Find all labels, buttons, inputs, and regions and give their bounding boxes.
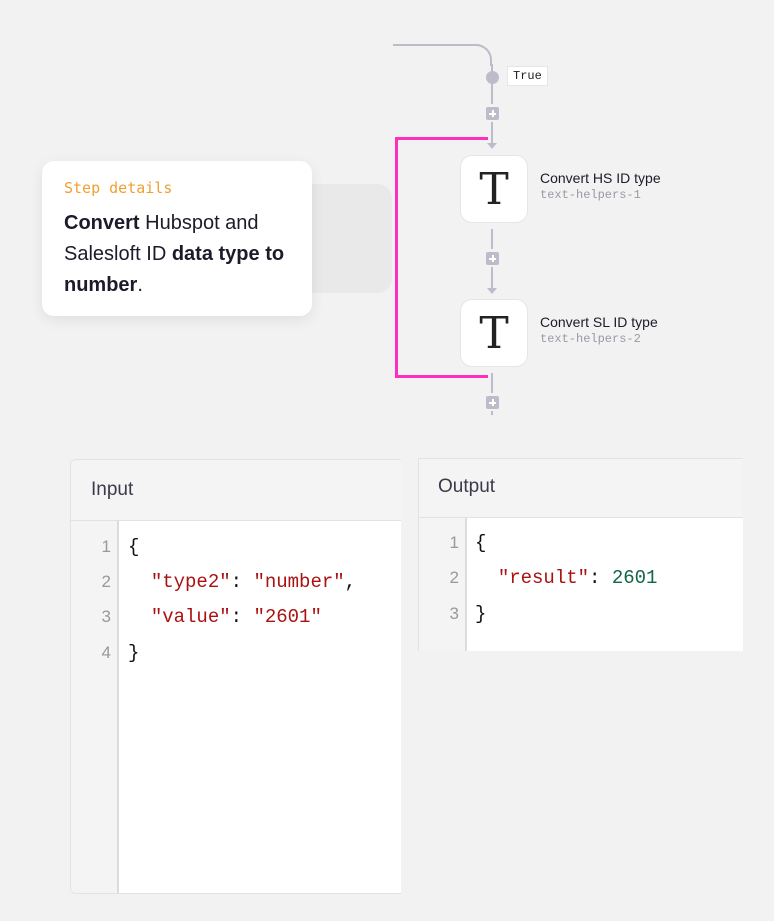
connector-line (491, 373, 493, 393)
input-panel: Input 1 2 3 4 { "type2": "number", "valu… (70, 459, 401, 894)
add-step-button[interactable] (486, 396, 499, 409)
desc-text-1: Hubspot and Salesloft ID (64, 212, 259, 265)
connector-line (491, 229, 493, 249)
input-panel-title: Input (91, 479, 134, 500)
line-number: 4 (101, 643, 111, 662)
connector-arrow (487, 143, 497, 149)
input-panel-header: Input (71, 460, 401, 521)
branch-connector-curve (470, 44, 492, 66)
code-line: "result": 2601 (475, 567, 658, 589)
desc-text-2: . (137, 274, 143, 296)
code-line: { (128, 536, 140, 558)
code-line: "type2": "number", (128, 571, 356, 593)
step-details-card: Step details Convert Hubspot and Saleslo… (42, 161, 312, 316)
line-number: 3 (449, 604, 459, 623)
text-helper-icon: T (479, 307, 509, 359)
step-node-2[interactable]: T (460, 299, 528, 367)
text-helper-icon: T (479, 163, 509, 215)
json-sep: : (589, 567, 612, 589)
step-subtitle-1: text-helpers-1 (540, 188, 641, 202)
connector-line (491, 122, 493, 144)
step-subtitle-2: text-helpers-2 (540, 332, 641, 346)
line-number: 2 (101, 572, 111, 591)
branch-dot[interactable] (486, 71, 499, 84)
branch-connector-horizontal (393, 44, 479, 46)
connector-arrow (487, 288, 497, 294)
json-key: "value" (150, 606, 231, 628)
add-step-button[interactable] (486, 107, 499, 120)
step-title-1: Convert HS ID type (540, 170, 661, 186)
line-gutter (71, 521, 119, 893)
output-panel-title: Output (438, 476, 496, 497)
line-number: 1 (101, 537, 111, 556)
branch-label: True (507, 66, 548, 86)
line-number: 2 (449, 568, 459, 587)
json-key: "type2" (150, 571, 231, 593)
output-panel: Output 1 2 3 { "result": 2601 } (418, 458, 743, 651)
connector-line (491, 411, 493, 415)
branch-connector-vertical (491, 64, 493, 104)
json-value: 2601 (611, 567, 658, 589)
json-value: "number" (253, 571, 345, 593)
line-number: 1 (449, 533, 459, 552)
step-details-label: Step details (64, 179, 173, 197)
add-step-button[interactable] (486, 252, 499, 265)
line-gutter (419, 518, 467, 651)
step-node-1[interactable]: T (460, 155, 528, 223)
highlight-bracket (395, 137, 488, 378)
code-line: } (475, 603, 487, 625)
json-sep: : (230, 606, 254, 628)
connector-line (491, 267, 493, 289)
code-line: } (128, 642, 140, 664)
json-sep: : (230, 571, 254, 593)
desc-bold-1: Convert (64, 212, 140, 234)
line-number: 3 (101, 607, 111, 626)
step-details-description: Convert Hubspot and Salesloft ID data ty… (64, 208, 304, 301)
output-panel-header: Output (419, 459, 743, 518)
code-line: "value": "2601" (128, 606, 322, 628)
desc-bold-2: data type to number (64, 243, 285, 296)
code-line: { (475, 532, 487, 554)
step-title-2: Convert SL ID type (540, 314, 658, 330)
json-comma: , (344, 571, 357, 593)
json-key: "result" (497, 567, 590, 589)
json-value: "2601" (253, 606, 322, 628)
